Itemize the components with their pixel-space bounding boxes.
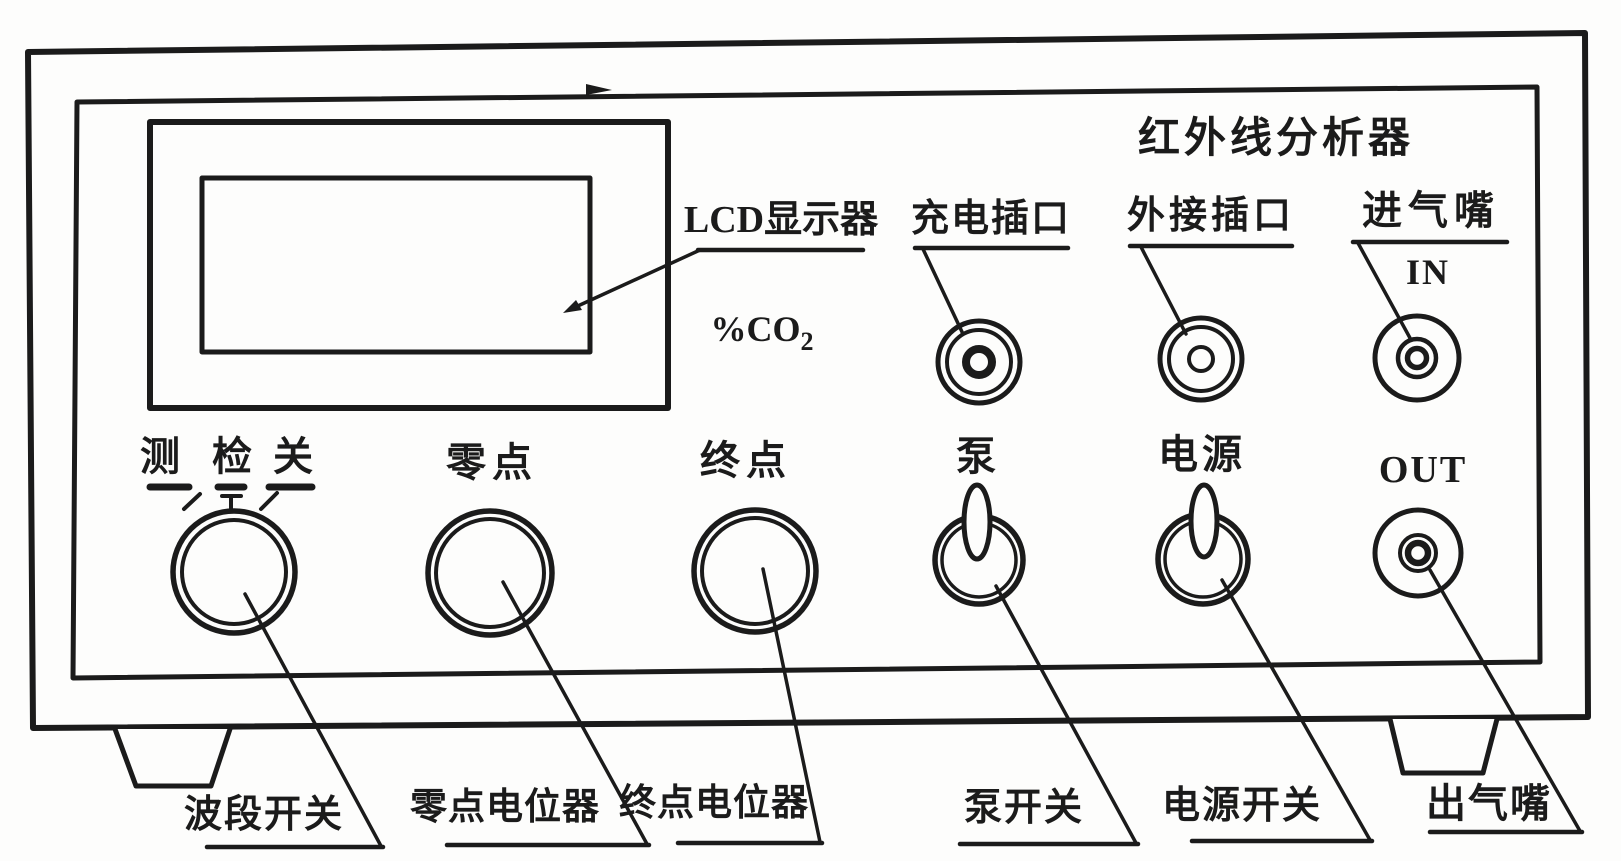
band-callout-line (243, 592, 383, 848)
label-underlines-bottom (204, 829, 1585, 850)
pump-callout-line (994, 584, 1138, 845)
external-port-label: 外接插口 (1127, 195, 1295, 237)
ink-mark (586, 84, 612, 95)
end-callout-line (761, 567, 822, 844)
lcd-callout-arrowhead (563, 300, 582, 313)
external-callout-line (1139, 245, 1188, 336)
end-pot-callout: 终点电位器 (619, 782, 809, 824)
charge-callout-line (921, 247, 965, 336)
callout-lines-top (567, 241, 1412, 340)
charge-port (935, 318, 1023, 406)
zero-callout-line (501, 580, 649, 846)
end-knob-label: 终点 (700, 438, 792, 483)
outlet-callout: 出气嘴 (1426, 781, 1552, 826)
lcd-label: LCD显示器 (684, 199, 879, 241)
zero-knob (425, 508, 555, 638)
band-switch-callout: 波段开关 (184, 794, 344, 836)
band-selector-knob (170, 508, 298, 636)
outlet-out-label: OUT (1379, 449, 1467, 491)
foot-right (1387, 716, 1500, 776)
power-callout-line (1220, 578, 1372, 842)
band-selector-marks (146, 483, 316, 512)
pump-label: 泵 (956, 434, 996, 479)
inlet-in-label: IN (1406, 252, 1450, 292)
pump-switch-toggle (932, 482, 1026, 607)
inlet-callout-line (1356, 241, 1412, 340)
external-port (1157, 315, 1245, 403)
foot-left (112, 726, 233, 789)
mode-measure-label: 测 (140, 434, 180, 479)
power-switch-callout: 电源开关 (1162, 785, 1322, 827)
callout-lines-bottom (243, 567, 1582, 848)
zero-knob-label: 零点 (446, 440, 538, 485)
outlet-callout-line (1428, 568, 1582, 833)
pump-switch-callout: 泵开关 (964, 787, 1084, 829)
co2-unit-label: %CO2 (711, 309, 814, 356)
lcd-callout-line (567, 248, 702, 312)
lcd-screen (199, 175, 593, 355)
outlet-port (1372, 507, 1464, 599)
label-underlines-top (695, 239, 1510, 253)
end-knob (691, 507, 819, 635)
mode-check-label: 检 (212, 434, 252, 479)
zero-pot-callout: 零点电位器 (410, 786, 600, 828)
power-label: 电源 (1158, 432, 1246, 477)
inlet-port-label: 进气嘴 (1362, 188, 1500, 233)
inlet-port (1372, 313, 1462, 403)
mode-off-label: 关 (273, 434, 313, 479)
charge-port-label: 充电插口 (911, 198, 1071, 240)
power-switch-toggle (1155, 482, 1251, 607)
figure-title: 红外线分析器 (1138, 115, 1414, 162)
